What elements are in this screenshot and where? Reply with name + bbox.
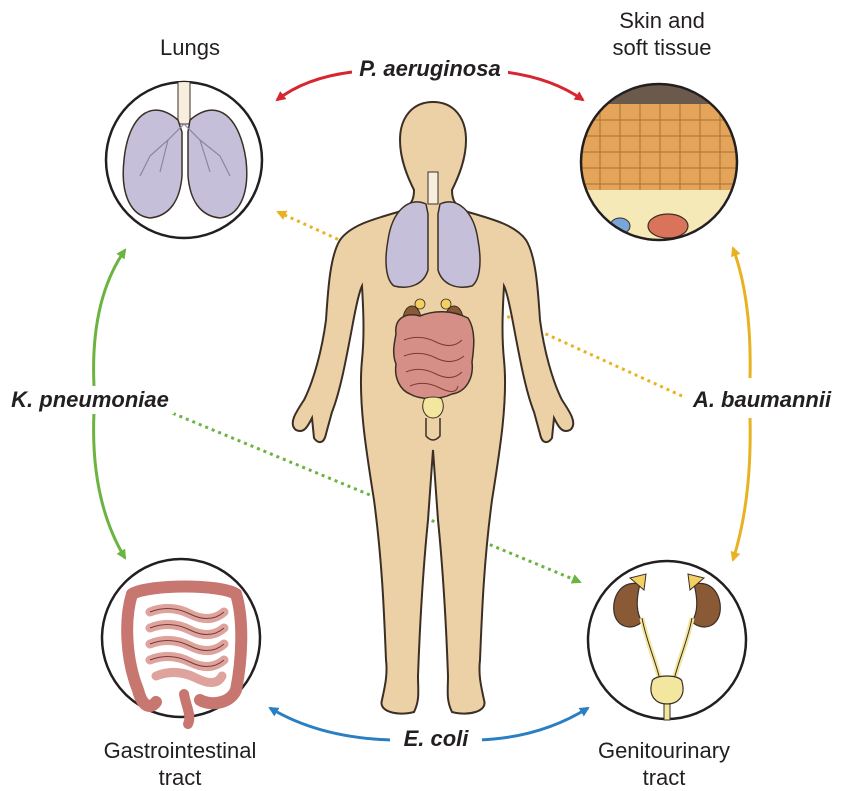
lungs-organ: [106, 78, 262, 238]
label-gu-line1: Genitourinary: [598, 738, 730, 763]
a-baumannii-arrow-skin: [733, 248, 750, 378]
label-k-pneumoniae: K. pneumoniae: [11, 387, 169, 412]
label-a-baumannii: A. baumannii: [692, 387, 832, 412]
body-adrenal-2: [441, 299, 451, 309]
label-e-coli: E. coli: [404, 726, 470, 751]
gu-organ: [588, 561, 746, 720]
p-aeruginosa-arrow-skin: [505, 72, 583, 100]
gu-bladder: [651, 676, 683, 704]
k-pneumoniae-arrow-gi: [94, 412, 125, 558]
skin-blood-vessel-red: [648, 214, 688, 238]
skin-epidermis-top: [580, 84, 740, 104]
label-gi-line1: Gastrointestinal: [104, 738, 257, 763]
p-aeruginosa-arrow-lungs: [277, 72, 352, 100]
e-coli-arrow-gu: [478, 708, 588, 740]
gi-organ: [102, 559, 260, 724]
body-adrenal: [415, 299, 425, 309]
a-baumannii-arrow-gu: [733, 418, 750, 560]
human-body: [293, 102, 574, 714]
body-bladder: [423, 397, 444, 418]
gu-urethra: [664, 704, 670, 720]
label-skin-line2: soft tissue: [612, 35, 711, 60]
body-trachea: [428, 172, 438, 204]
label-p-aeruginosa: P. aeruginosa: [359, 56, 500, 81]
skin-organ: [580, 84, 740, 242]
e-coli-arrow-gi: [270, 708, 392, 740]
k-pneumoniae-arrow-lungs: [94, 250, 125, 386]
lungs-trachea: [178, 78, 190, 124]
label-lungs: Lungs: [160, 35, 220, 60]
label-gu-line2: tract: [643, 765, 686, 790]
label-gi-line2: tract: [159, 765, 202, 790]
label-skin-line1: Skin and: [619, 8, 705, 33]
gi-rectum: [184, 694, 189, 724]
